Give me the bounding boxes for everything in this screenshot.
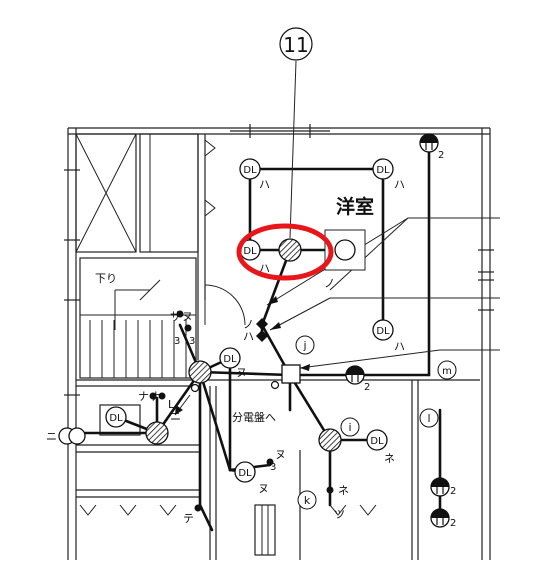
hatched-fixture-right — [318, 428, 342, 452]
svg-text:ニ: ニ — [46, 430, 57, 443]
hatched-fixture-room — [278, 238, 302, 262]
downlight-right-lower: DL — [372, 319, 394, 341]
svg-text:DL: DL — [376, 326, 390, 337]
number-labels: 3 3 3 2 2 2 2 — [174, 150, 456, 529]
downlight-center: DL — [219, 347, 241, 369]
svg-text:テ: テ — [183, 512, 194, 525]
svg-text:ハ: ハ — [394, 178, 405, 191]
svg-text:l: l — [427, 412, 430, 425]
circle-label-m: m — [437, 360, 457, 380]
hatched-fixture-entry — [145, 421, 169, 445]
svg-text:3: 3 — [270, 462, 276, 473]
outlet-bottom-right-1 — [430, 477, 450, 497]
svg-text:j: j — [302, 339, 306, 352]
svg-text:DL: DL — [243, 165, 257, 176]
callout-arrows — [174, 217, 500, 416]
wall-zigzag — [204, 139, 216, 217]
svg-text:ヌ: ヌ — [258, 482, 269, 495]
outlet-bottom-right-2 — [430, 508, 450, 528]
svg-text:ナ: ナ — [150, 390, 161, 403]
svg-text:ヌ: ヌ — [182, 310, 193, 323]
circle-label-l: l — [419, 408, 439, 428]
svg-text:k: k — [304, 494, 311, 507]
downlight-top-right: DL — [372, 158, 394, 180]
circle-label-j: j — [295, 335, 315, 355]
svg-text:L: L — [168, 398, 175, 411]
svg-text:3: 3 — [189, 336, 195, 347]
svg-text:DL: DL — [109, 413, 123, 424]
svg-text:ハ: ハ — [259, 262, 270, 275]
highlight-ellipse — [236, 223, 334, 281]
svg-text:DL: DL — [223, 354, 237, 365]
svg-text:ネ: ネ — [338, 484, 349, 497]
downlight-lower-left: DL — [105, 406, 127, 428]
svg-text:ツ: ツ — [334, 508, 345, 521]
panel-label: 分電盤へ — [232, 411, 276, 424]
svg-text:i: i — [348, 421, 351, 434]
svg-text:2: 2 — [438, 150, 444, 161]
callout-number-badge: 11 — [279, 27, 313, 61]
circle-label-i: i — [340, 417, 360, 437]
switch-dots — [149, 310, 334, 512]
callout-number: 11 — [283, 33, 308, 57]
switch-labels: ハ ハ ハ ハ ノ ノ ハ ヌ サ ヌ ナ ナ L ニ ニ ネ ネ ツ テ ヌ … — [46, 178, 405, 525]
svg-text:DL: DL — [238, 468, 252, 479]
svg-text:ハ: ハ — [259, 178, 270, 191]
svg-text:2: 2 — [450, 518, 456, 529]
svg-text:3: 3 — [174, 336, 180, 347]
stairs-label: 下り — [95, 272, 117, 285]
svg-text:ニ: ニ — [170, 410, 181, 423]
svg-text:ヌ: ヌ — [275, 448, 286, 461]
svg-text:DL: DL — [243, 246, 257, 257]
building-walls — [64, 124, 494, 560]
wiring — [73, 141, 442, 532]
svg-text:DL: DL — [370, 436, 384, 447]
lower-room-features — [79, 404, 377, 556]
outlet-mid-right — [345, 365, 365, 385]
svg-text:ナ: ナ — [138, 390, 149, 403]
hatched-fixture-hall — [188, 360, 212, 384]
svg-text:ネ: ネ — [384, 452, 395, 465]
svg-text:DL: DL — [376, 165, 390, 176]
circle-label-k: k — [297, 490, 317, 510]
outlet-top-right — [419, 133, 439, 153]
junction-box — [281, 364, 301, 384]
svg-text:ヌ: ヌ — [236, 366, 247, 379]
downlight-top-left: DL — [239, 158, 261, 180]
callout-leader — [289, 60, 297, 239]
svg-text:ノ: ノ — [324, 277, 335, 290]
double-outlet-exterior — [58, 427, 86, 445]
svg-text:サ: サ — [170, 310, 181, 323]
svg-text:ハ: ハ — [394, 340, 405, 353]
downlight-lower-right: DL — [366, 429, 388, 451]
door-swing — [204, 284, 246, 326]
svg-text:m: m — [442, 366, 452, 377]
diamond-switches — [256, 318, 268, 342]
svg-text:2: 2 — [364, 382, 370, 393]
outlet-box — [324, 229, 366, 271]
svg-text:ハ: ハ — [243, 330, 254, 343]
room-label: 洋室 — [336, 195, 374, 218]
downlight-bottom: DL — [234, 461, 256, 483]
svg-text:2: 2 — [450, 486, 456, 497]
closet-box — [75, 133, 199, 253]
svg-text:ノ: ノ — [243, 318, 254, 331]
